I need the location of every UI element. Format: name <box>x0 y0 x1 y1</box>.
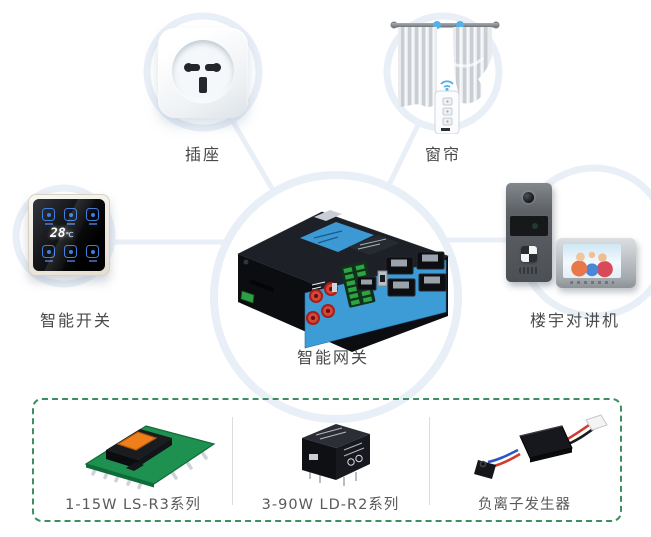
touch-icon <box>64 245 77 262</box>
gateway-image <box>237 210 449 352</box>
ethernet-port-icon <box>356 251 447 297</box>
curtain-image <box>390 21 500 134</box>
socket-image <box>158 28 248 118</box>
connection-line-curtain <box>385 121 422 189</box>
module-label-ld-r2: 3-90W LD-R2系列 <box>261 497 400 513</box>
smart-switch-label: 智能开关 <box>39 311 113 330</box>
curtain-panel-left <box>398 27 437 107</box>
intercom-label: 楼宇对讲机 <box>529 311 621 330</box>
touch-icon <box>64 208 77 225</box>
socket-ring <box>143 12 263 132</box>
wifi-icon <box>440 80 454 85</box>
socket-slot-right <box>205 63 221 72</box>
intercom-monitor-keys <box>570 281 614 284</box>
touch-icon <box>86 208 99 225</box>
module-box: 1-15W LS-R3系列 3-90W LD-R2系列 负离子发生器 <box>32 398 622 522</box>
curtain-label: 窗帘 <box>424 145 462 164</box>
module-label-ion: 负离子发生器 <box>478 497 571 513</box>
touch-icon <box>42 245 55 262</box>
socket-label: 插座 <box>184 145 222 164</box>
connection-line-socket <box>229 118 277 194</box>
module-label-ls-r3: 1-15W LS-R3系列 <box>65 497 201 513</box>
module-divider <box>232 417 233 505</box>
intercom-monitor-image <box>556 238 636 288</box>
speaker-grille-icon <box>519 267 539 274</box>
touch-icon <box>42 208 55 225</box>
camera-icon <box>523 192 534 203</box>
curtain-rod <box>390 21 500 29</box>
intercom-screen <box>563 244 621 278</box>
socket-face <box>172 40 234 102</box>
intercom-ir-window <box>510 216 548 236</box>
smart-switch-panel: 28℃ <box>33 199 105 271</box>
touch-icon <box>86 245 99 262</box>
ls-r3-module-image <box>84 425 216 490</box>
doorbell-button <box>521 246 537 262</box>
switch-ring <box>12 184 116 288</box>
socket-slot-ground <box>199 77 207 93</box>
temperature-display: 28℃ <box>50 226 74 241</box>
gateway-label: 智能网关 <box>296 348 370 367</box>
curtain-remote <box>434 80 460 134</box>
module-divider <box>429 417 430 505</box>
socket-slot-left <box>184 63 200 72</box>
ld-r2-module-image <box>302 424 370 486</box>
intercom-doorbell-image <box>506 183 552 282</box>
ion-generator-image <box>474 414 608 479</box>
smart-switch-image: 28℃ <box>28 194 110 276</box>
gateway-ring <box>210 171 462 423</box>
